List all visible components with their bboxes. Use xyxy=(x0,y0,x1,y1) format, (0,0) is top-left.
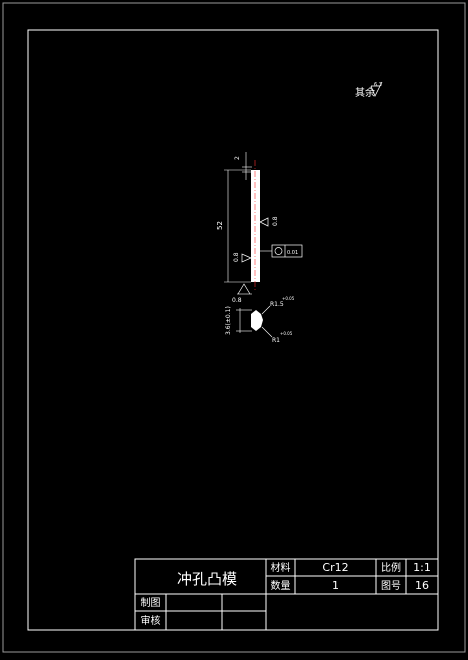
head-profile xyxy=(251,310,263,331)
material-value: Cr12 xyxy=(322,561,348,574)
dim-radius-bottom-tol: +0.05 xyxy=(280,331,293,336)
scale-label: 比例 xyxy=(381,561,401,574)
tolerance-value: 0.01 xyxy=(287,250,298,256)
corner-roughness-note: 其余 6.3 xyxy=(355,81,383,99)
roughness-bottom-icon xyxy=(237,283,251,295)
part-name: 冲孔凸模 xyxy=(177,570,237,588)
dim-head-diameter: 3.6(±0.1) xyxy=(225,306,232,335)
drawn-by-label: 制图 xyxy=(141,596,161,609)
roughness-right-value: 0.8 xyxy=(272,216,279,226)
dim-length: 52 xyxy=(216,221,224,230)
roughness-right-icon xyxy=(259,217,269,227)
punch-body-view: 2 52 0.8 0.8 0.01 0.8 xyxy=(216,152,303,304)
roughness-symbol-icon xyxy=(370,81,383,97)
punch-head-detail: 3.6(±0.1) R1.5 +0.05 R1 +0.05 xyxy=(225,296,295,344)
corner-roughness-value: 6.3 xyxy=(374,82,382,88)
scale-value: 1:1 xyxy=(413,561,431,574)
inner-frame xyxy=(27,29,439,631)
corner-note-text: 其余 xyxy=(355,86,375,99)
quantity-label: 数量 xyxy=(271,579,291,592)
outer-frame xyxy=(2,2,466,653)
punch-shaft xyxy=(251,170,260,282)
flatness-symbol-icon xyxy=(274,247,283,255)
quantity-value: 1 xyxy=(332,579,339,592)
dim-top-gap: 2 xyxy=(234,156,241,160)
dim-radius-top: R1.5 xyxy=(270,301,284,308)
dim-radius-top-tol: +0.05 xyxy=(282,296,295,301)
drawing-no-label: 图号 xyxy=(381,580,401,592)
dim-radius-bottom: R1 xyxy=(272,337,280,344)
drawing-no-value: 16 xyxy=(415,579,429,592)
roughness-left-icon xyxy=(241,253,252,263)
checked-by-label: 审核 xyxy=(141,614,161,627)
material-label: 材料 xyxy=(271,561,291,574)
tolerance-frame xyxy=(271,244,303,258)
roughness-bottom-value: 0.8 xyxy=(232,297,242,304)
roughness-left-value: 0.8 xyxy=(233,252,240,262)
title-block: 冲孔凸模 材料 Cr12 比例 1:1 数量 1 图号 16 制图 审核 xyxy=(134,558,439,631)
